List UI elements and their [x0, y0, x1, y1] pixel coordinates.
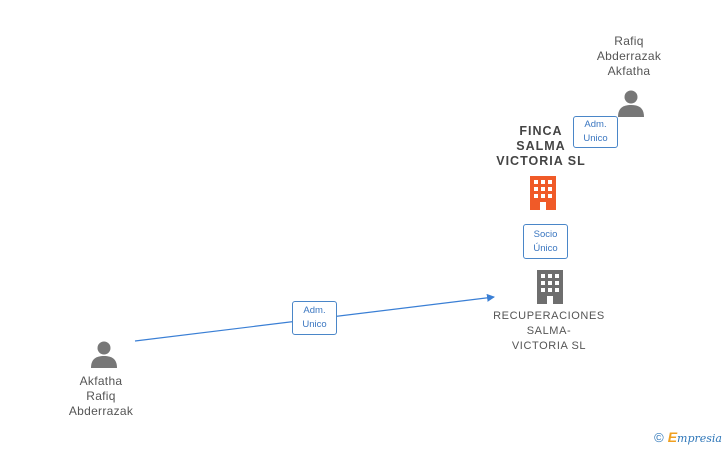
brand-logo-text: mpresia — [677, 432, 722, 445]
node-akfatha-bottom-name: Akfatha Rafiq Abderrazak — [68, 374, 134, 418]
building-icon-highlighted — [530, 176, 556, 210]
person-icon — [91, 341, 117, 368]
edge-label-line2: Único — [533, 243, 558, 254]
brand-logo-e: E — [667, 429, 678, 445]
brand-logo: Empresia — [668, 429, 722, 445]
edge-label-socio-unico: Socio Único — [523, 224, 568, 259]
building-icon — [537, 270, 563, 304]
edge-label-line2: Unico — [302, 319, 327, 330]
edge-label-line2: Unico — [583, 133, 608, 144]
copyright-symbol: © — [654, 429, 664, 445]
brand-footer: © Empresia — [654, 429, 722, 445]
edge-label-line1: Adm. — [584, 119, 607, 130]
edge-label-line1: Adm. — [303, 305, 326, 316]
edge-label-adm-unico-bottom: Adm. Unico — [292, 301, 337, 335]
edge-label-line1: Socio — [533, 229, 558, 240]
node-rafiq-top-name: Rafiq Abderrazak Akfatha — [596, 34, 662, 78]
node-recuperaciones-name: RECUPERACIONES SALMA- VICTORIA SL — [493, 310, 605, 352]
node-finca-name: FINCA SALMA VICTORIA SL — [496, 124, 586, 168]
edge-label-adm-unico-top: Adm. Unico — [573, 116, 618, 148]
person-icon — [618, 90, 644, 117]
